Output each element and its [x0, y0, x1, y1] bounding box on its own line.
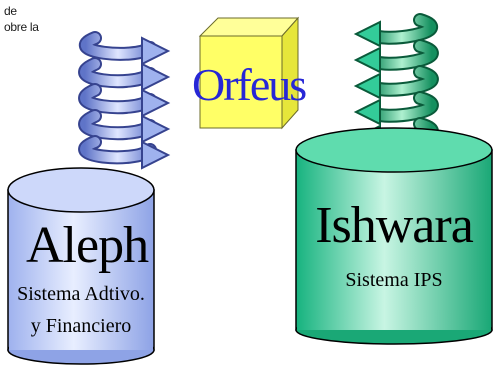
- orfeus-label: Orfeus: [192, 59, 307, 110]
- left-spiral-arrows: [78, 31, 171, 170]
- orfeus-cube: [198, 16, 300, 130]
- aleph-database-cylinder: [7, 167, 155, 365]
- ishwara-title: Ishwara: [315, 197, 474, 254]
- aleph-title: Aleph: [26, 217, 149, 274]
- corner-text-line2: obre la: [4, 20, 39, 34]
- aleph-subtitle-line2: y Financiero: [30, 315, 132, 337]
- ishwara-database-cylinder: [295, 127, 493, 345]
- corner-text-line1: de: [4, 4, 17, 18]
- aleph-subtitle-line1: Sistema Adtivo.: [17, 283, 145, 305]
- ishwara-subtitle: Sistema IPS: [345, 269, 443, 291]
- right-spiral-arrows: [353, 13, 439, 152]
